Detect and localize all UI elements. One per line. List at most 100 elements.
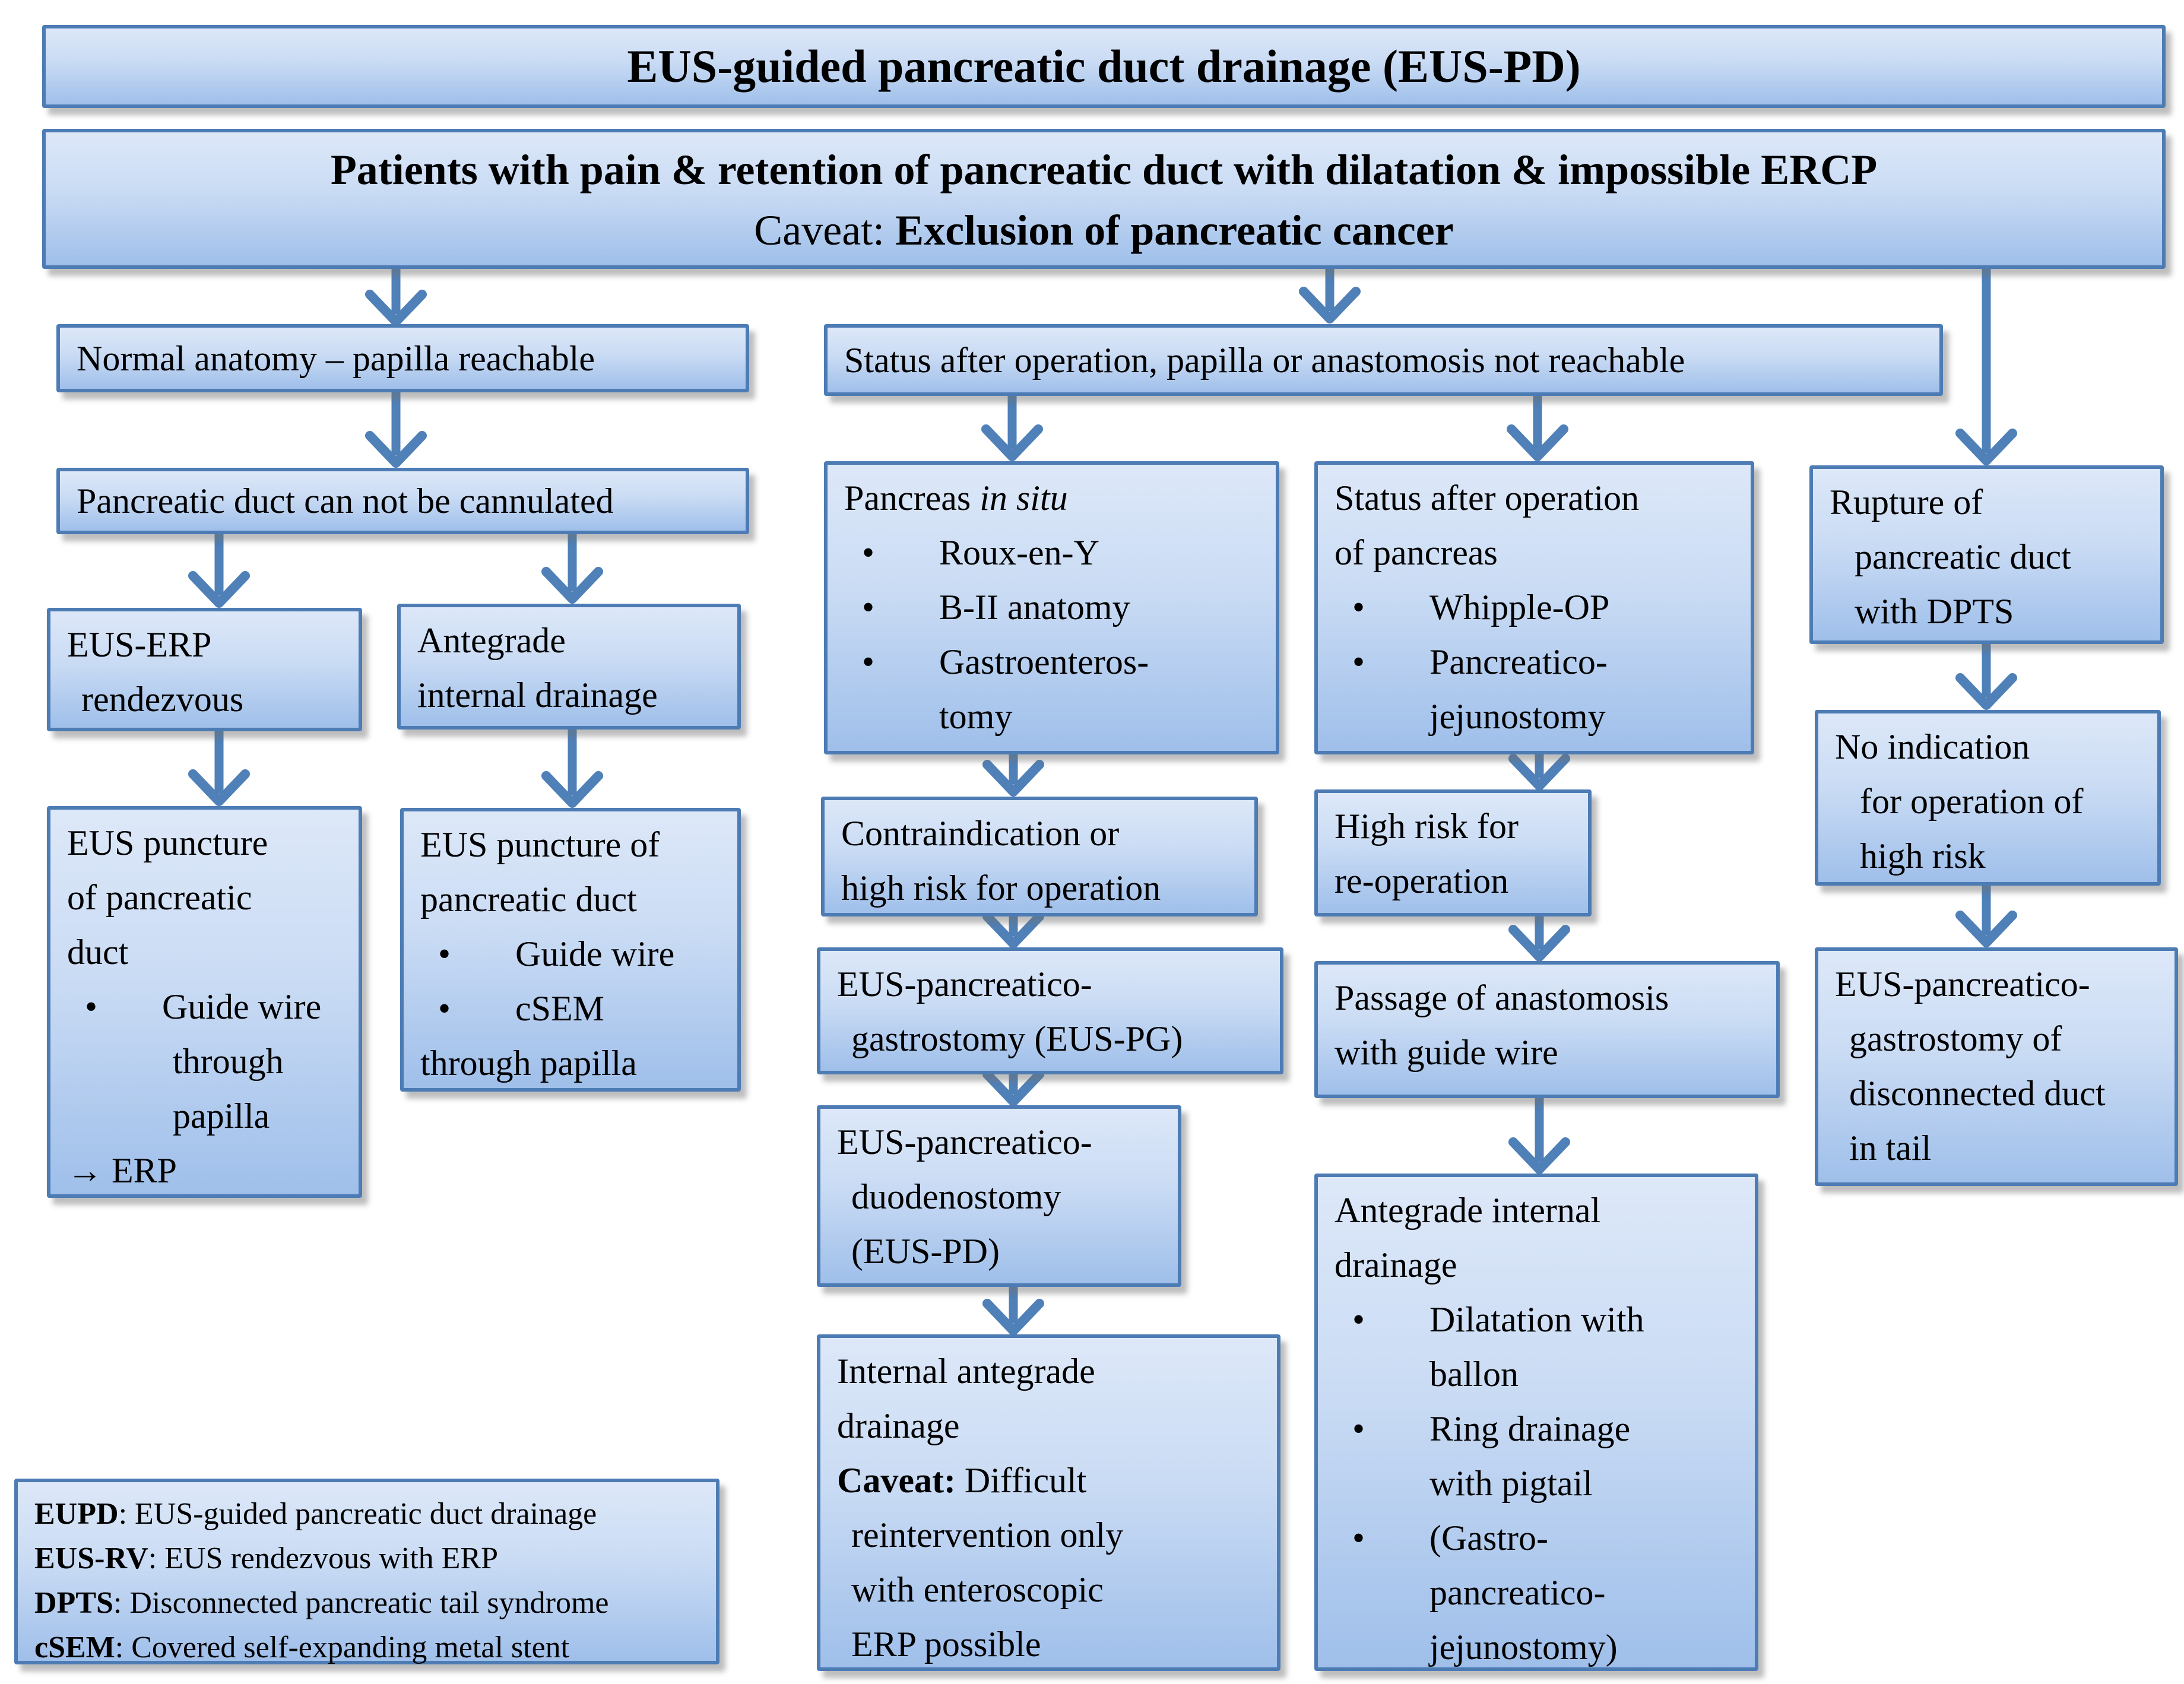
bullet-continuation: ballon xyxy=(1429,1355,1519,1394)
bullet-line: •Roux-en-Y xyxy=(828,525,1276,580)
arrow-normal-to-not-cannulated xyxy=(365,388,427,468)
box-line: for operation of xyxy=(1860,782,2084,821)
box-line: with DPTS xyxy=(1855,592,2014,631)
box-line: duct xyxy=(67,933,129,972)
legend-entry: EUPD: EUS-guided pancreatic duct drainag… xyxy=(34,1497,597,1531)
box-line: gastrostomy (EUS-PG) xyxy=(851,1019,1183,1058)
eus-erp-rendezvous-box: EUS-ERP rendezvous xyxy=(47,608,362,731)
box-line: ERP possible xyxy=(851,1625,1041,1664)
legend-box: EUPD: EUS-guided pancreatic duct drainag… xyxy=(14,1479,719,1664)
antegrade-internal-drainage-box: Antegrade internal drainage xyxy=(397,604,741,730)
bullet-glyph: • xyxy=(85,987,98,1026)
normal-anatomy-box: Normal anatomy – papilla reachable xyxy=(56,324,749,392)
criteria-line: Patients with pain & retention of pancre… xyxy=(330,146,1878,194)
box-line: EUS puncture xyxy=(67,823,268,862)
bullet-continuation: jejunostomy xyxy=(1429,697,1606,736)
box-line: drainage xyxy=(837,1406,960,1445)
legend-entry: EUS-RV: EUS rendezvous with ERP xyxy=(34,1542,499,1575)
caveat-text: Exclusion of pancreatic cancer xyxy=(895,207,1454,254)
bullet-line: •Ring drainage xyxy=(1318,1401,1755,1456)
box-line: gastrostomy of xyxy=(1849,1019,2062,1058)
arrow-criteria-to-status-header xyxy=(1299,264,1361,324)
box-line: No indication xyxy=(1835,727,2030,766)
arrow-high-risk-to-passage xyxy=(1508,912,1570,962)
box-line: EUS puncture of xyxy=(420,825,660,864)
bullet-line: •cSEM xyxy=(404,981,737,1036)
box-line: Normal anatomy – papilla reachable xyxy=(77,338,595,378)
bullet-line: •Whipple-OP xyxy=(1318,580,1751,635)
bullet-line: •Dilatation with xyxy=(1318,1292,1755,1347)
box-line: (EUS-PD) xyxy=(851,1232,1000,1271)
arrow-passage-to-antegrade-drainage xyxy=(1508,1093,1570,1174)
bullet-line: •Pancreatico- xyxy=(1318,635,1751,689)
bullet-glyph: • xyxy=(862,588,875,627)
bullet-continuation: pancreatico- xyxy=(1429,1573,1606,1612)
status-op-pancreas-box: Status after operation of pancreas •Whip… xyxy=(1314,461,1754,754)
arrow-eus-pg-to-eus-pd xyxy=(982,1070,1044,1106)
caveat-line: Caveat: Difficult xyxy=(837,1461,1087,1500)
box-line: through papilla xyxy=(420,1044,637,1083)
no-indication-box: No indication for operation of high risk xyxy=(1815,710,2161,886)
box-line: Contraindication or xyxy=(841,814,1120,853)
legend-entry: cSEM: Covered self-expanding metal stent xyxy=(34,1631,570,1664)
bullet-glyph: • xyxy=(438,934,451,973)
arrow-criteria-to-normal-anatomy xyxy=(365,264,427,326)
bullet-line: •Gastroenteros- xyxy=(828,635,1276,689)
box-line: pancreatic duct xyxy=(1855,537,2071,576)
bullet-glyph: • xyxy=(1352,642,1365,681)
bullet-line: •Guide wire xyxy=(50,979,359,1034)
arrow-contraindication-to-eus-pg xyxy=(982,912,1044,949)
arrow-rendezvous-to-puncture xyxy=(188,727,250,806)
caveat-label: Caveat: xyxy=(754,207,896,254)
criteria-box: Patients with pain & retention of pancre… xyxy=(42,129,2166,269)
box-line: rendezvous xyxy=(81,680,244,719)
box-line: disconnected duct xyxy=(1849,1074,2106,1113)
box-line: reintervention only xyxy=(851,1515,1124,1555)
box-line: Passage of anastomosis xyxy=(1335,978,1669,1017)
box-line: internal drainage xyxy=(417,675,658,715)
box-line: of pancreas xyxy=(1335,533,1498,572)
antegrade-drainage-detail-box: Antegrade internal drainage •Dilatation … xyxy=(1314,1174,1758,1671)
box-line: Internal antegrade xyxy=(837,1352,1095,1391)
box-line: High risk for xyxy=(1335,807,1519,846)
box-line: Pancreas in situ xyxy=(844,478,1068,518)
box-line: high risk xyxy=(1860,836,1986,876)
box-line: re-operation xyxy=(1335,861,1509,900)
arrow-not-cannulated-to-rendezvous xyxy=(188,529,250,608)
italic-text: in situ xyxy=(980,478,1068,518)
box-line: high risk for operation xyxy=(841,868,1161,908)
arrow-antegrade-to-puncture xyxy=(541,725,603,808)
eus-pd-box: EUS-pancreatico- duodenostomy (EUS-PD) xyxy=(817,1105,1181,1287)
box-line: EUS-pancreatico- xyxy=(837,965,1092,1004)
arrow-eus-pd-to-internal-antegrade xyxy=(982,1282,1044,1336)
rupture-box: Rupture of pancreatic duct with DPTS xyxy=(1809,465,2164,644)
box-line: Rupture of xyxy=(1830,483,1983,522)
status-after-operation-header-box: Status after operation, papilla or anast… xyxy=(824,324,1943,396)
arrow-rupture-to-no-indication xyxy=(1955,639,2017,710)
page-title: EUS-guided pancreatic duct drainage (EUS… xyxy=(627,40,1581,92)
title-box: EUS-guided pancreatic duct drainage (EUS… xyxy=(42,25,2166,108)
box-line: Antegrade xyxy=(417,621,566,660)
pancreas-in-situ-box: Pancreas in situ •Roux-en-Y •B-II anatom… xyxy=(824,461,1279,754)
bullet-glyph: • xyxy=(438,989,451,1028)
arrow-no-indication-to-eus-pg-disconnected xyxy=(1955,881,2017,947)
box-line: EUS-pancreatico- xyxy=(1835,965,2090,1004)
eus-pg-disconnected-box: EUS-pancreatico- gastrostomy of disconne… xyxy=(1815,947,2178,1186)
bullet-glyph: • xyxy=(1352,1300,1365,1339)
contraindication-box: Contraindication or high risk for operat… xyxy=(821,797,1258,916)
box-line: with enteroscopic xyxy=(851,1570,1104,1609)
bullet-glyph: • xyxy=(862,533,875,572)
bullet-glyph: • xyxy=(1352,1409,1365,1448)
caveat-label: Caveat: xyxy=(837,1461,956,1500)
box-line: EUS-ERP xyxy=(67,625,212,664)
bullet-continuation: jejunostomy) xyxy=(1429,1628,1618,1667)
arrow-not-cannulated-to-antegrade xyxy=(541,529,603,604)
box-line: Pancreatic duct can not be cannulated xyxy=(77,481,614,521)
eus-puncture-antegrade-box: EUS puncture of pancreatic duct •Guide w… xyxy=(400,808,741,1092)
bullet-line: •(Gastro- xyxy=(1318,1511,1755,1565)
box-line: Antegrade internal xyxy=(1335,1191,1601,1230)
criteria-caveat-line: Caveat: Exclusion of pancreatic cancer xyxy=(46,200,2162,261)
bullet-continuation: through xyxy=(173,1042,284,1081)
box-line: drainage xyxy=(1335,1245,1457,1285)
